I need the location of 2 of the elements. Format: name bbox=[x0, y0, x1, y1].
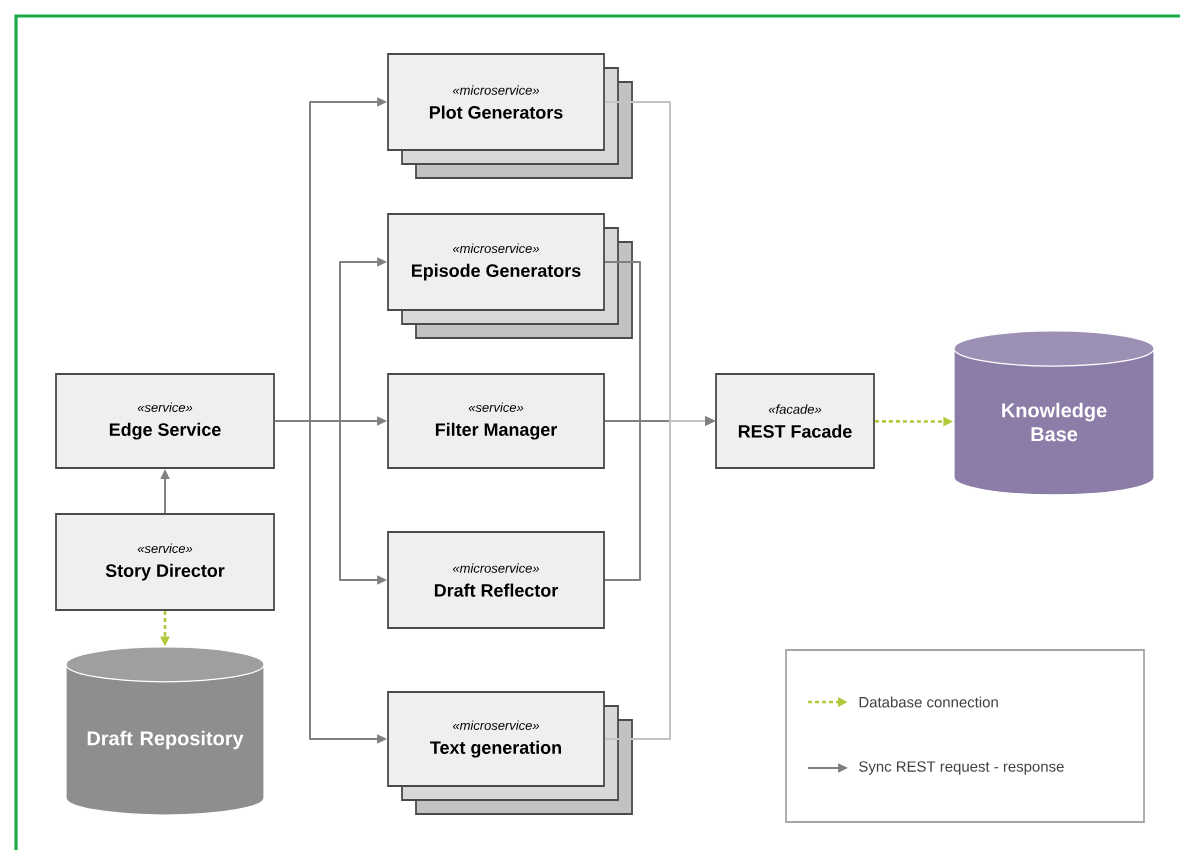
database-cylinder: Draft Repository bbox=[65, 646, 265, 816]
database-cylinder: Knowledge Base bbox=[953, 330, 1155, 496]
